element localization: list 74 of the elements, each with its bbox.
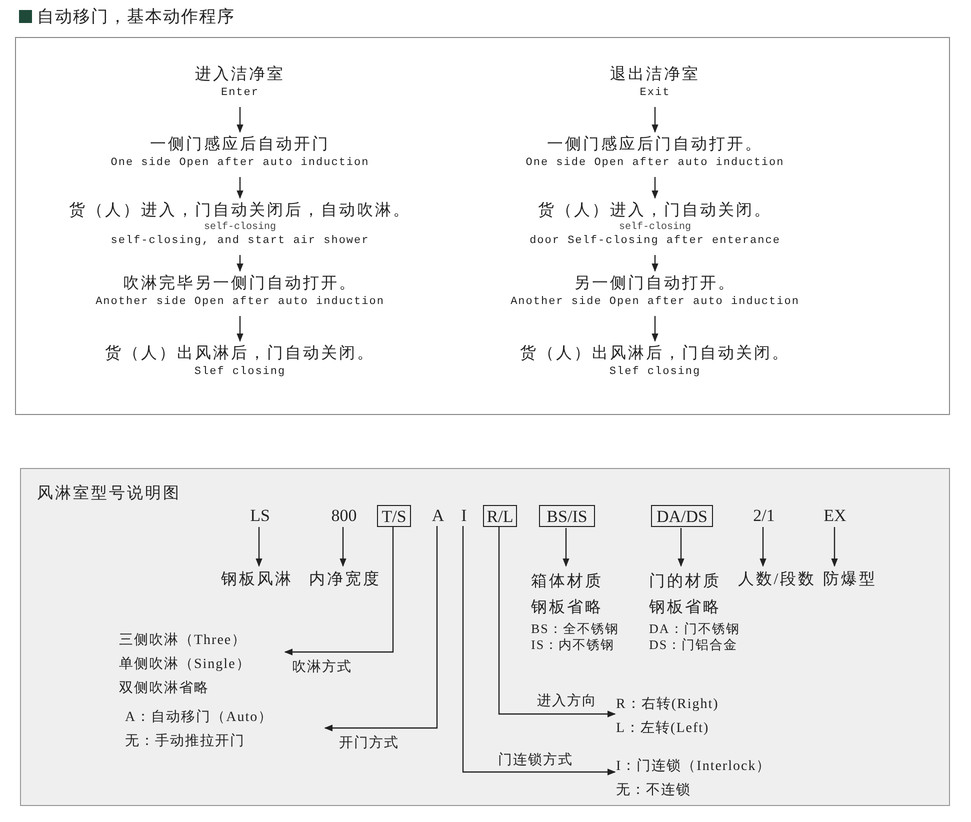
option-text: 钢板省略	[649, 598, 721, 618]
arrow	[760, 527, 766, 567]
arrow	[462, 526, 616, 776]
step-translation: Another side Open after auto induction	[510, 295, 800, 309]
model-code: EX	[822, 505, 848, 527]
option-text: 钢板省略	[531, 598, 603, 618]
option-text: 双侧吹淋省略	[119, 680, 209, 698]
code-meaning: 内净宽度	[308, 570, 382, 590]
option-text: 无：手动推拉开门	[125, 732, 245, 751]
step-text: 一侧门感应后自动开门	[149, 134, 331, 155]
code-meaning: 防爆型	[822, 570, 878, 590]
arrow	[340, 527, 346, 567]
step-text: 货（人）进入，门自动关闭。	[537, 200, 773, 221]
model-code: I	[460, 505, 468, 527]
arrow	[678, 528, 684, 567]
step-text: 吹淋完毕另一侧门自动打开。	[122, 274, 358, 294]
step-translation: Another side Open after auto induction	[94, 295, 386, 309]
arrow	[236, 107, 244, 133]
arrow	[236, 177, 244, 199]
option-text: A：自动移门（Auto）	[125, 708, 274, 727]
step-text: 退出洁净室	[609, 64, 701, 85]
model-code: LS	[249, 505, 271, 527]
option-text: DA：门不锈钢	[649, 621, 740, 637]
step-translation: Slef closing	[608, 365, 702, 379]
arrow	[831, 527, 838, 567]
option-text: 单侧吹淋（Single）	[119, 656, 251, 674]
arrow	[236, 255, 244, 272]
arrow	[562, 528, 570, 567]
arrow	[256, 527, 262, 567]
code-meaning: 人数/段数	[737, 570, 817, 590]
panel-title: 自动移门，基本动作程序	[37, 6, 235, 29]
arrow	[652, 107, 658, 133]
boxed-model-code: BS/IS	[539, 505, 595, 527]
model-code: 2/1	[752, 505, 776, 527]
option-text: L：左转(Left)	[616, 720, 710, 738]
step-translation: self-closing, and start air shower	[110, 234, 370, 248]
model-legend-panel	[20, 468, 950, 806]
panel-title: 风淋室型号说明图	[37, 484, 181, 504]
option-text: DS：门铝合金	[649, 637, 738, 653]
step-translation: Enter	[220, 86, 260, 100]
code-meaning: 门的材质	[649, 572, 721, 592]
option-text: 无：不连锁	[616, 782, 691, 800]
step-translation: One side Open after auto induction	[110, 156, 370, 170]
step-text: 另一侧门自动打开。	[573, 274, 737, 294]
step-translation: Slef closing	[193, 365, 287, 379]
step-text: 进入洁净室	[194, 64, 286, 85]
code-meaning: 钢板风淋	[220, 570, 294, 590]
option-text: 三侧吹淋（Three）	[119, 632, 247, 650]
overlay-note: self-closing	[618, 222, 692, 234]
code-meaning: 箱体材质	[531, 572, 603, 592]
step-translation: Exit	[638, 86, 672, 100]
step-translation: One side Open after auto induction	[524, 156, 786, 170]
arrow	[284, 526, 394, 656]
step-text: 货（人）出风淋后，门自动关闭。	[519, 344, 791, 364]
arrow	[652, 255, 658, 272]
boxed-model-code: T/S	[377, 505, 411, 527]
option-text: I：门连锁（Interlock）	[616, 757, 772, 776]
option-text: R：右转(Right)	[616, 696, 719, 714]
overlay-note: self-closing	[202, 222, 277, 234]
boxed-model-code: DA/DS	[651, 505, 713, 527]
boxed-model-code: R/L	[483, 505, 517, 527]
arrow	[652, 177, 658, 199]
model-code: A	[430, 505, 446, 527]
option-text: BS：全不锈钢	[531, 621, 619, 637]
step-text: 一侧门感应后门自动打开。	[546, 134, 764, 155]
arrow	[652, 316, 658, 342]
arrow	[324, 526, 438, 732]
step-text: 货（人）进入，门自动关闭后，自动吹淋。	[68, 200, 412, 221]
option-text: IS：内不锈钢	[531, 637, 615, 653]
step-text: 货（人）出风淋后，门自动关闭。	[104, 344, 376, 364]
arrow	[236, 316, 244, 342]
model-code: 800	[330, 505, 358, 527]
arrow	[498, 526, 616, 718]
step-translation: door Self-closing after enterance	[528, 234, 782, 248]
